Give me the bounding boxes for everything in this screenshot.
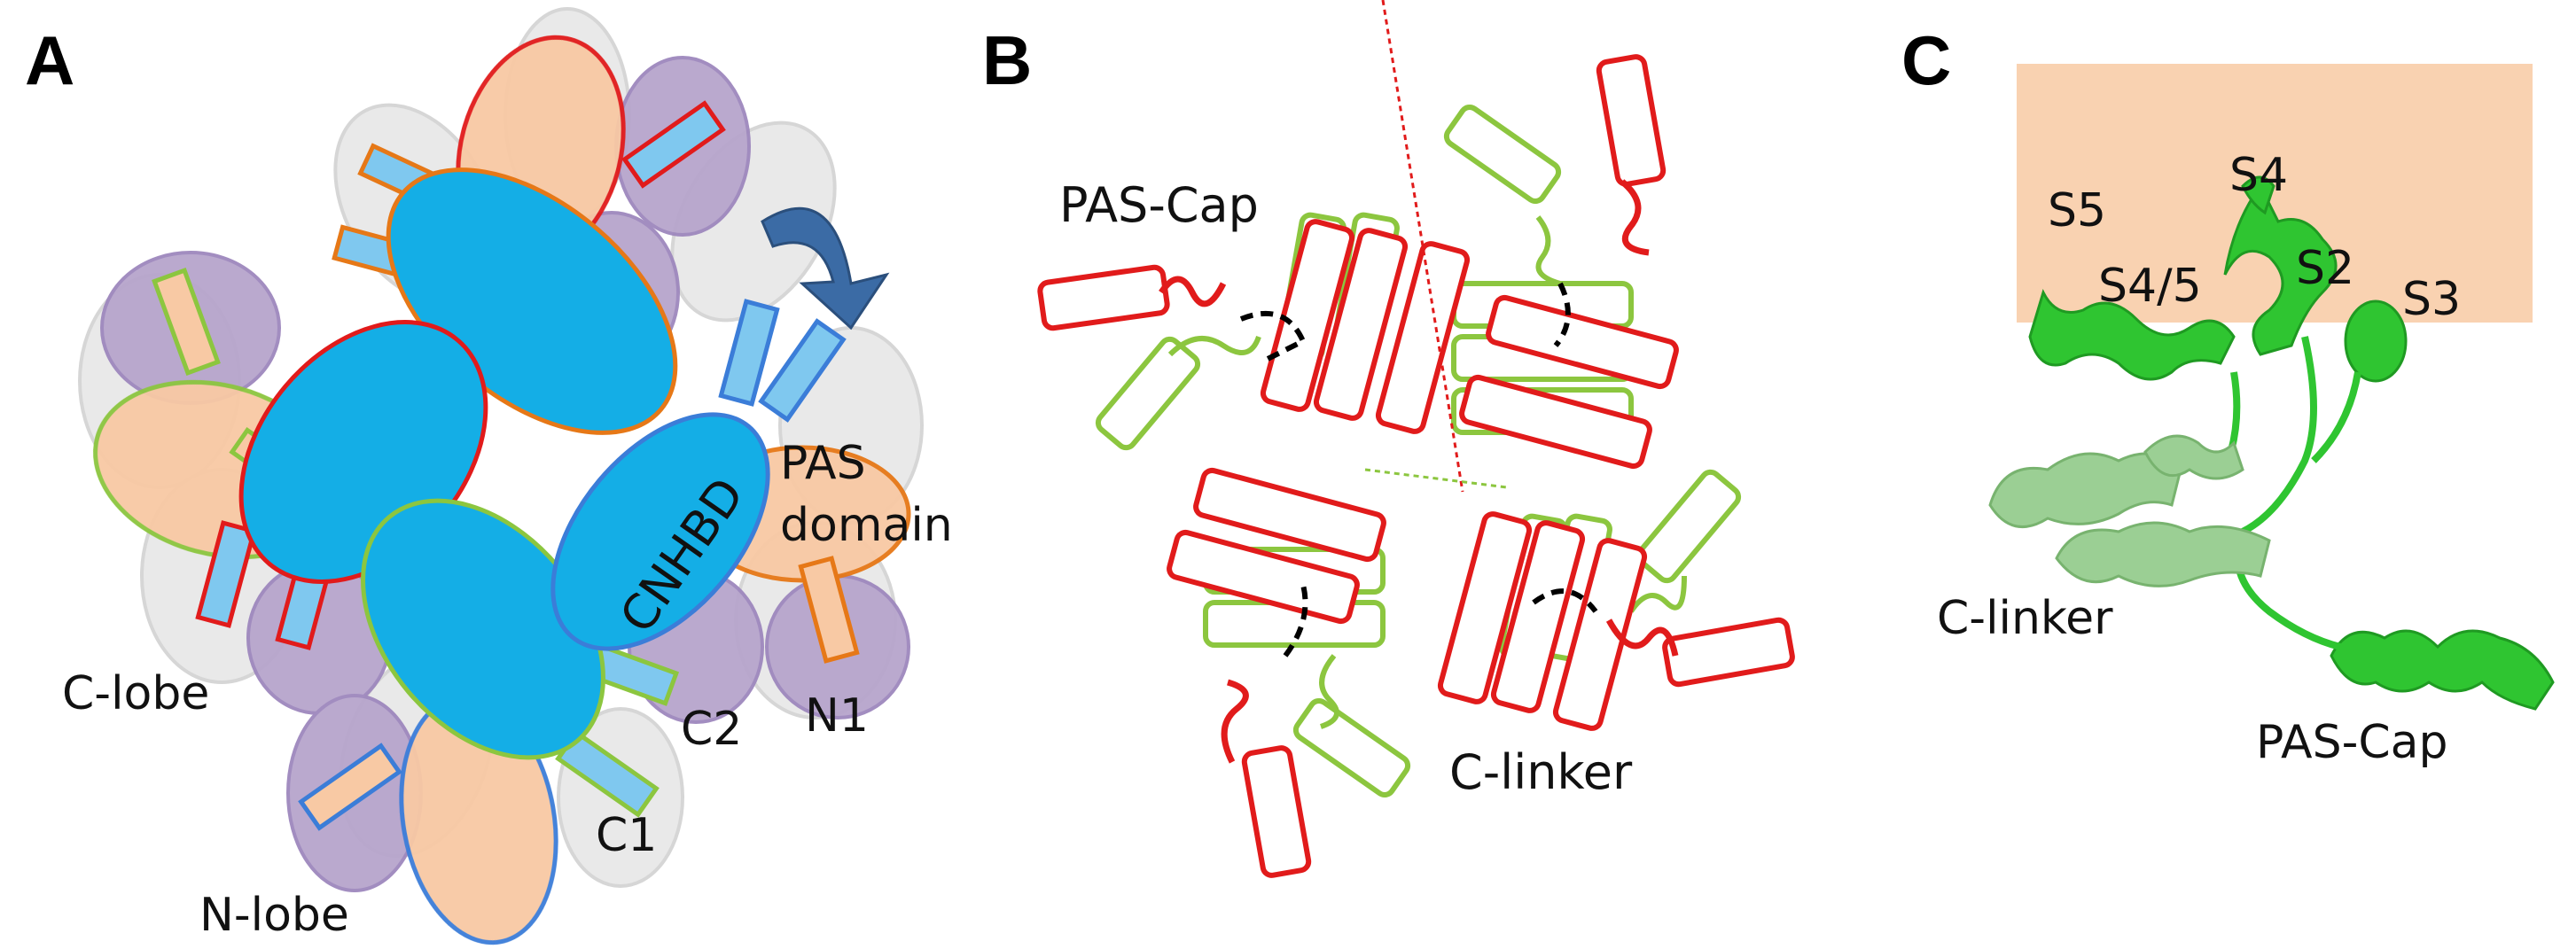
c-linker-ribbon: [1988, 434, 2271, 587]
rotation-arrow: [761, 206, 890, 331]
panel-c: C S5 S4 S4/5 S2 S3 C-linker PAS-Cap: [1901, 21, 2555, 769]
pas-cap-label-c: PAS-Cap: [2256, 716, 2448, 769]
c-linker-loops: [1167, 215, 1687, 729]
pas-domain-label-line1: PAS: [780, 437, 866, 490]
pas-cap-loops: [1159, 179, 1679, 764]
cnhbd-ellipses: [238, 167, 770, 760]
panel-c-letter: C: [1901, 21, 1951, 99]
pas-domain-label-line2: domain: [780, 499, 953, 552]
pas-cap-label-b: PAS-Cap: [1059, 177, 1259, 233]
s4-label: S4: [2229, 149, 2288, 202]
cnhbd-right: [550, 412, 770, 651]
panel-a: A: [25, 7, 953, 945]
n1-label: N1: [805, 689, 869, 743]
panel-b-letter: B: [982, 21, 1032, 99]
pas-cap-helices: [1037, 54, 1795, 878]
c1-label: C1: [596, 809, 657, 862]
c2-label: C2: [681, 703, 742, 756]
s5-label: S5: [2048, 184, 2106, 237]
panel-a-letter: A: [25, 21, 74, 99]
ribbon-loops: [2221, 336, 2361, 650]
dashed-connectors: [1239, 282, 1598, 657]
s3-label: S3: [2402, 273, 2461, 326]
c-linker-label-b: C-linker: [1449, 744, 1633, 800]
membrane-box: [2017, 64, 2533, 323]
s2-label: S2: [2296, 242, 2354, 295]
c-linker-label-c: C-linker: [1937, 592, 2113, 645]
dotted-arrows: [1364, 0, 1508, 493]
n-lobe-label: N-lobe: [199, 889, 349, 942]
ribbon-helices: [2028, 175, 2555, 711]
c-lobe-label: C-lobe: [62, 667, 209, 720]
s4-5-label: S4/5: [2098, 260, 2202, 313]
panel-b: B: [982, 0, 1795, 878]
